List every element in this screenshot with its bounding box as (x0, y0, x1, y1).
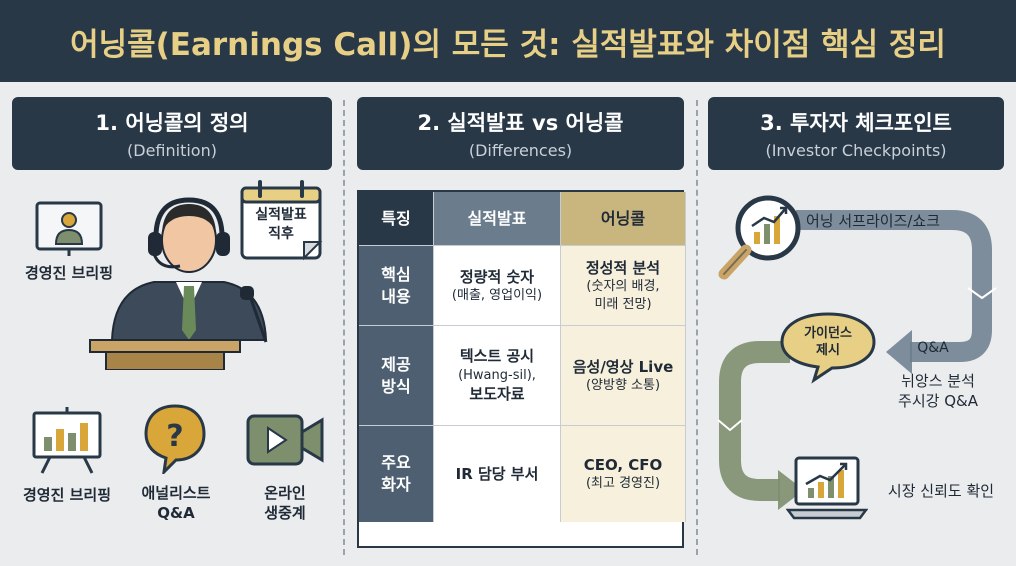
svg-text:?: ? (166, 419, 183, 454)
table-header-earnings-release: 실적발표 (434, 192, 561, 246)
calendar-icon (240, 180, 323, 261)
calendar-note: 실적발표 직후 (255, 207, 307, 242)
presentation-board-icon (32, 407, 102, 474)
column-header-differences: 2. 실적발표 vs 어닝콜 (Differences) (357, 97, 684, 170)
column-title: 3. 투자자 체크포인트 (760, 111, 952, 135)
column-divider (696, 100, 698, 555)
label-guidance: 가이던스 제시 (804, 326, 852, 358)
label-analyst-qa: 애널리스트 Q&A (141, 484, 211, 522)
column-header-definition: 1. 어닝콜의 정의 (Definition) (12, 97, 332, 170)
column-subtitle: (Differences) (468, 141, 573, 160)
column-subtitle: (Definition) (127, 141, 217, 160)
laptop-growth-chart-icon (786, 456, 868, 520)
presentation-screen-icon (35, 201, 103, 256)
video-camera-icon (246, 414, 324, 466)
table-cell-earnings-call: 음성/영상 Live (양방향 소통) (561, 326, 686, 426)
table-cell-earnings-release: IR 담당 부서 (434, 426, 561, 522)
table-row-feature: 주요 화자 (359, 426, 434, 522)
label-executive-briefing-2: 경영진 브리핑 (22, 486, 112, 504)
magnifier-chart-icon (718, 195, 801, 280)
column-subtitle: (Investor Checkpoints) (765, 141, 947, 160)
table-row-feature: 제공 방식 (359, 326, 434, 426)
column-divider (343, 100, 345, 555)
question-bubble-icon: ? (144, 404, 206, 474)
table-header-feature: 특징 (359, 192, 434, 246)
checkpoint-flow-arrows (717, 210, 997, 510)
speaker-headset-icon (89, 197, 268, 370)
guidance-speech-bubble (780, 312, 876, 384)
label-nuance-analysis: 뉘앙스 분석 주시강 Q&A (898, 372, 978, 410)
label-qa-arrow: Q&A (917, 340, 949, 356)
label-earnings-surprise: 어닝 서프라이즈/쇼크 (806, 212, 941, 230)
table-cell-earnings-release: 텍스트 공시 (Hwang-sil), 보도자료 (434, 326, 561, 426)
page-title: 어닝콜(Earnings Call)의 모든 것: 실적발표와 차이점 핵심 정… (70, 26, 946, 63)
comparison-table: 특징 실적발표 어닝콜 핵심 내용 정량적 숫자 (매출, 영업이익) 정성적 … (357, 190, 686, 548)
table-cell-earnings-release: 정량적 숫자 (매출, 영업이익) (434, 246, 561, 326)
column-header-checkpoints: 3. 투자자 체크포인트 (Investor Checkpoints) (708, 97, 1004, 170)
label-executive-briefing: 경영진 브리핑 (24, 264, 114, 282)
title-bar: 어닝콜(Earnings Call)의 모든 것: 실적발표와 차이점 핵심 정… (0, 0, 1016, 82)
table-cell-earnings-call: 정성적 분석 (숫자의 배경, 미래 전망) (561, 246, 686, 326)
column-title: 2. 실적발표 vs 어닝콜 (417, 111, 624, 135)
table-cell-earnings-call: CEO, CFO (최고 경영진) (561, 426, 686, 522)
table-header-earnings-call: 어닝콜 (561, 192, 686, 246)
label-online-stream: 온라인 생중계 (264, 484, 306, 522)
label-market-trust: 시장 신뢰도 확인 (887, 482, 995, 500)
table-row-feature: 핵심 내용 (359, 246, 434, 326)
column-title: 1. 어닝콜의 정의 (95, 111, 249, 135)
